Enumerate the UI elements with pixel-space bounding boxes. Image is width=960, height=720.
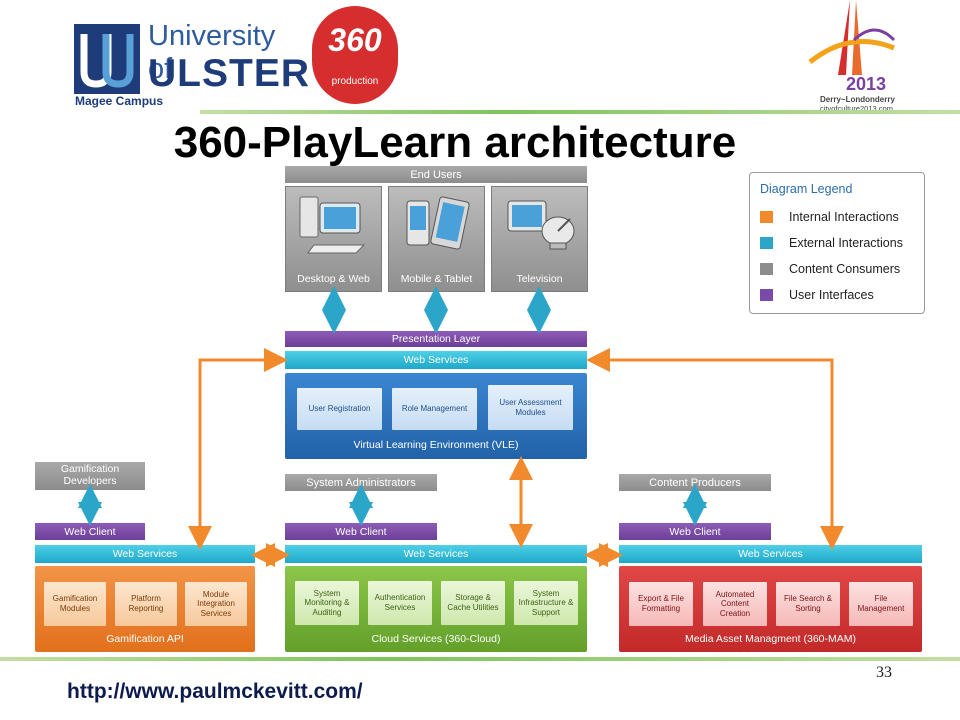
cloud-module: System Infrastructure & Support [514, 581, 578, 625]
gamification-module: Module Integration Services [185, 582, 247, 626]
mam-web-services-bar: Web Services [619, 545, 922, 563]
television-satellite-icon [507, 200, 575, 250]
vle-module: Role Management [392, 388, 477, 430]
presentation-layer-bar: Presentation Layer [285, 331, 587, 347]
vle-label: Virtual Learning Environment (VLE) [353, 439, 519, 451]
diagram-legend: Diagram Legend Internal Interactions Ext… [749, 172, 925, 314]
city-of-culture-logo: 2013 Derry~Londonderry cityofculture2013… [790, 0, 920, 118]
mam-label: Media Asset Managment (360-MAM) [685, 633, 856, 645]
desktop-computer-icon [299, 196, 366, 254]
device-label: Television [516, 273, 563, 285]
vle-module: User Registration [297, 388, 382, 430]
gamification-web-services-bar: Web Services [35, 545, 255, 563]
legend-label: Content Consumers [789, 262, 901, 276]
end-users-header: End Users [285, 166, 587, 183]
cloud-module: Storage & Cache Utilities [441, 581, 505, 625]
legend-label: External Interactions [789, 236, 903, 250]
legend-swatch-interfaces [760, 289, 773, 301]
gamification-developers-box: Gamification Developers [35, 462, 145, 490]
gamification-label: Gamification API [106, 633, 184, 645]
device-label: Desktop & Web [297, 273, 370, 285]
page-title: 360-PlayLearn architecture [173, 118, 737, 167]
legend-swatch-external [760, 237, 773, 249]
cloud-panel: System Monitoring & Auditing Authenticat… [285, 566, 587, 652]
mam-module: File Search & Sorting [776, 582, 840, 626]
gamification-module: Platform Reporting [115, 582, 177, 626]
city-url: cityofculture2013.com [820, 104, 893, 113]
cloud-module: Authentication Services [368, 581, 432, 625]
system-administrators-box: System Administrators [285, 474, 437, 491]
legend-swatch-consumers [760, 263, 773, 275]
device-television: Television [491, 186, 588, 292]
header-divider [200, 110, 960, 114]
mobile-tablet-icon [406, 196, 470, 250]
gamification-panel: Gamification Modules Platform Reporting … [35, 566, 255, 652]
legend-label: Internal Interactions [789, 210, 899, 224]
device-label: Mobile & Tablet [400, 273, 473, 285]
content-producers-box: Content Producers [619, 474, 771, 491]
vle-web-services-bar: Web Services [285, 351, 587, 369]
gamification-module: Gamification Modules [44, 582, 106, 626]
mam-module: File Management [849, 582, 913, 626]
mam-module: Automated Content Creation [703, 582, 767, 626]
device-mobile-tablet: Mobile & Tablet [388, 186, 485, 292]
legend-title: Diagram Legend [760, 182, 853, 196]
footer-url-link[interactable]: http://www.paulmckevitt.com/ [67, 680, 363, 703]
gamification-web-client-bar: Web Client [35, 523, 145, 540]
arrow-mam-vle [586, 348, 844, 550]
city-of-culture-emblem-icon [808, 0, 896, 75]
badge-text: production [331, 76, 379, 87]
mam-module: Export & File Formatting [629, 582, 693, 626]
legend-label: User Interfaces [789, 288, 874, 302]
campus-label: Magee Campus [75, 94, 164, 108]
mam-web-client-bar: Web Client [619, 523, 771, 540]
city-year: 2013 [846, 74, 887, 94]
university-shield-icon [74, 24, 140, 94]
production-badge: 360 production [312, 6, 398, 104]
device-desktop-web: Desktop & Web [285, 186, 382, 292]
badge-number: 360 [328, 22, 382, 58]
university-logo: University of ULSTER [74, 18, 309, 96]
vle-panel: User Registration Role Management User A… [285, 373, 587, 459]
cloud-label: Cloud Services (360-Cloud) [371, 633, 501, 645]
university-line1: University of [148, 20, 276, 85]
city-name: Derry~Londonderry [820, 95, 895, 104]
vle-module: User Assessment Modules [488, 385, 573, 430]
cloud-web-services-bar: Web Services [285, 545, 587, 563]
page-number: 33 [876, 664, 892, 681]
cloud-module: System Monitoring & Auditing [295, 581, 359, 625]
university-line2: ULSTER [148, 52, 310, 95]
arrow-gamification-vle [188, 348, 288, 550]
legend-swatch-internal [760, 211, 773, 223]
cloud-web-client-bar: Web Client [285, 523, 437, 540]
mam-panel: Export & File Formatting Automated Conte… [619, 566, 922, 652]
footer-divider [0, 657, 960, 661]
